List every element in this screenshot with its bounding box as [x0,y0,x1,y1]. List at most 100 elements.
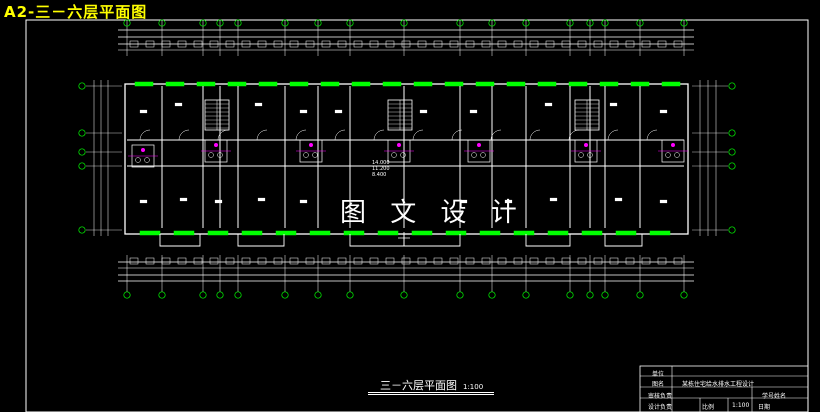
dim-window-top [337,40,347,48]
balcony-4 [525,234,571,247]
window-south [241,230,263,236]
dim-window-bottom [241,257,251,265]
dim-window-bottom [449,257,459,265]
door-swing [373,129,385,141]
window-south [615,230,637,236]
tb-date-label: 日期 [758,404,771,411]
dim-window-top [513,40,523,48]
fixture [471,152,477,158]
dim-window-bottom [433,257,443,265]
window-north [506,81,526,87]
window-south [309,230,331,236]
window-north [475,81,495,87]
sheet-title: A2-三－六层平面图 [4,3,148,21]
fixture [144,157,150,163]
axis-bubble-top-8 [400,19,408,27]
window-north [537,81,557,87]
fixture [217,152,223,158]
dim-window-top [209,40,219,48]
axis-bubble-bottom-9 [456,291,464,299]
dim-window-bottom [401,257,411,265]
window-north [413,81,433,87]
axis-bubble-bottom-11 [522,291,530,299]
dim-window-bottom [497,257,507,265]
axis-bubble-right-0 [728,82,736,90]
door-swing [217,129,229,141]
pipe-riser [309,143,313,147]
dim-window-top [609,40,619,48]
axis-bubble-top-1 [158,19,166,27]
tb-review-label: 审核负责 [648,393,673,400]
axis-bubble-right-1 [728,129,736,137]
axis-bubble-top-2 [199,19,207,27]
window-north [351,81,371,87]
door-swing [529,129,541,141]
dim-window-bottom [529,257,539,265]
door-swing [607,129,619,141]
dim-window-bottom [273,257,283,265]
dim-window-top [433,40,443,48]
drawing-caption-scale: 1:100 [463,383,484,391]
dim-window-bottom [513,257,523,265]
elevation-3: 8.400 [372,172,387,178]
fixture [587,152,593,158]
room-tag [544,102,553,107]
window-north [165,81,185,87]
dim-window-bottom [657,257,667,265]
axis-bubble-bottom-10 [488,291,496,299]
watermark: 图 文 设 计 [340,198,525,228]
fixture [665,152,671,158]
dim-window-top [193,40,203,48]
window-south [275,230,297,236]
room-tag [549,197,558,202]
dim-window-top [465,40,475,48]
axis-bubble-left-4 [78,226,86,234]
balcony-5 [604,234,643,247]
balcony-3 [403,234,461,247]
dim-window-top [401,40,411,48]
window-north [227,81,247,87]
dim-window-bottom [161,257,171,265]
dim-window-bottom [609,257,619,265]
title-block [639,365,809,412]
dim-window-top [257,40,267,48]
axis-bubble-top-6 [314,19,322,27]
axis-bubble-bottom-13 [586,291,594,299]
fixture [400,152,406,158]
room-tag [179,197,188,202]
window-south [513,230,535,236]
window-south [411,230,433,236]
window-south [445,230,467,236]
axis-bubble-top-14 [601,19,609,27]
dim-window-top [593,40,603,48]
door-swing [256,129,268,141]
axis-bubble-top-16 [680,19,688,27]
axis-bubble-bottom-6 [314,291,322,299]
door-swing [178,129,190,141]
axis-bubble-left-2 [78,148,86,156]
axis-bubble-bottom-14 [601,291,609,299]
dim-window-bottom [193,257,203,265]
axis-bubble-bottom-3 [216,291,224,299]
center-mark [398,232,410,244]
axis-bubble-bottom-2 [199,291,207,299]
axis-bubble-right-3 [728,162,736,170]
window-north [320,81,340,87]
tb-unit-label: 单位 [652,371,665,378]
axis-bubble-bottom-15 [636,291,644,299]
axis-bubble-top-5 [281,19,289,27]
dim-window-bottom [625,257,635,265]
dim-window-top [353,40,363,48]
dim-window-top [577,40,587,48]
pipe-riser [584,143,588,147]
window-north [289,81,309,87]
dim-window-top [481,40,491,48]
dim-window-bottom [289,257,299,265]
tb-ratio-label: 比例 [702,404,715,411]
dim-window-bottom [337,257,347,265]
axis-bubble-right-2 [728,148,736,156]
window-south [547,230,569,236]
dim-window-top [657,40,667,48]
